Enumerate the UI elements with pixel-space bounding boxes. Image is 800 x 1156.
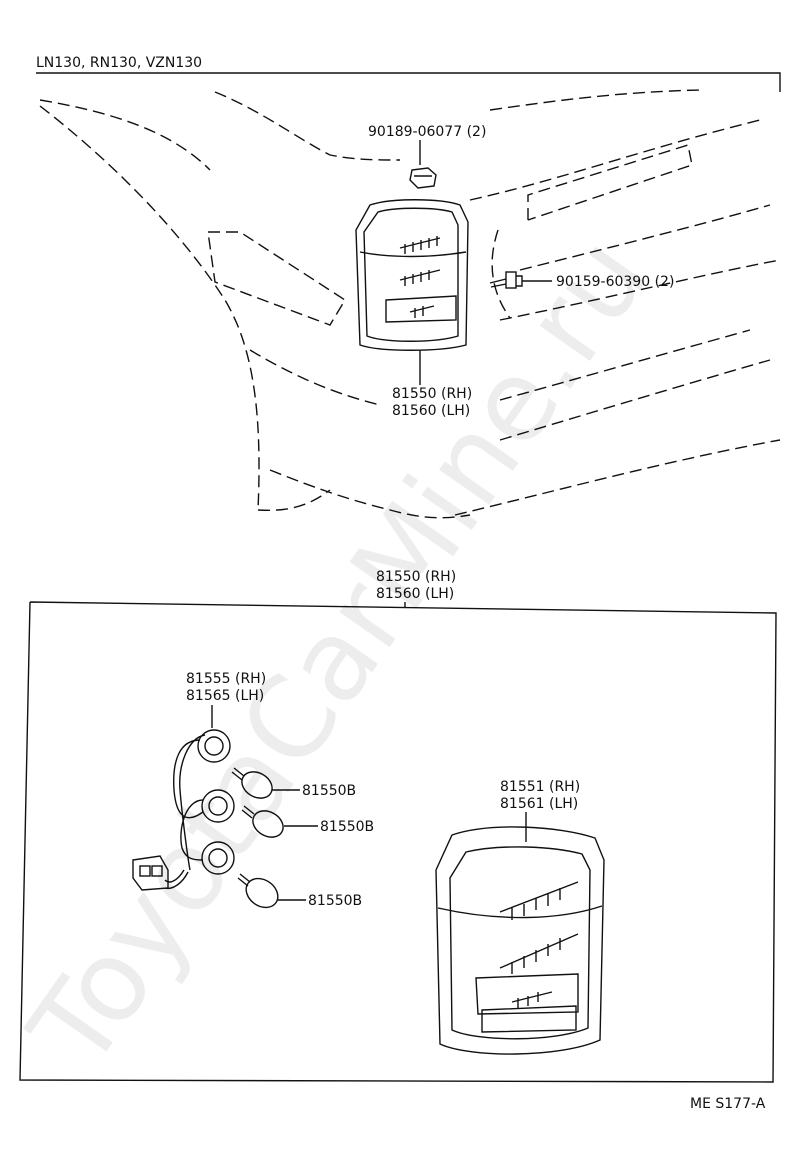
vehicle-body-outline [39,89,781,519]
socket-icon [164,705,235,890]
lens-rh-number: 81551 (RH) [500,779,580,795]
diagram-code: ME S177-A [690,1096,766,1112]
bulb-icon [237,873,306,909]
lamp-assy-detail-rh: 81550 (RH) [376,569,456,585]
tail-lamp-icon [435,812,605,1055]
detail-frame [19,601,777,1083]
bulb-icon [231,767,300,799]
socket-rh-number: 81555 (RH) [186,671,266,687]
tail-lamp-icon [355,199,469,385]
connector-icon [132,855,169,891]
clip-icon [409,140,437,189]
bulb-icon [241,805,318,838]
model-header: LN130, RN130, VZN130 [36,55,202,71]
watermark: ToyotaCarMine.ru [5,214,673,1091]
screw-icon [489,271,552,289]
top-frame-line [36,72,781,92]
bulb-2-number: 81550B [320,819,374,835]
socket-lh-number: 81565 (LH) [186,688,264,704]
bulb-3-number: 81550B [308,893,362,909]
lamp-assy-detail-lh: 81560 (LH) [376,586,454,602]
clip-part-number: 90189-06077 (2) [368,124,486,140]
lens-lh-number: 81561 (LH) [500,796,578,812]
bulb-1-number: 81550B [302,783,356,799]
screw-part-number: 90159-60390 (2) [556,274,674,290]
lamp-assy-top-rh: 81550 (RH) [392,386,472,402]
lamp-assy-top-lh: 81560 (LH) [392,403,470,419]
